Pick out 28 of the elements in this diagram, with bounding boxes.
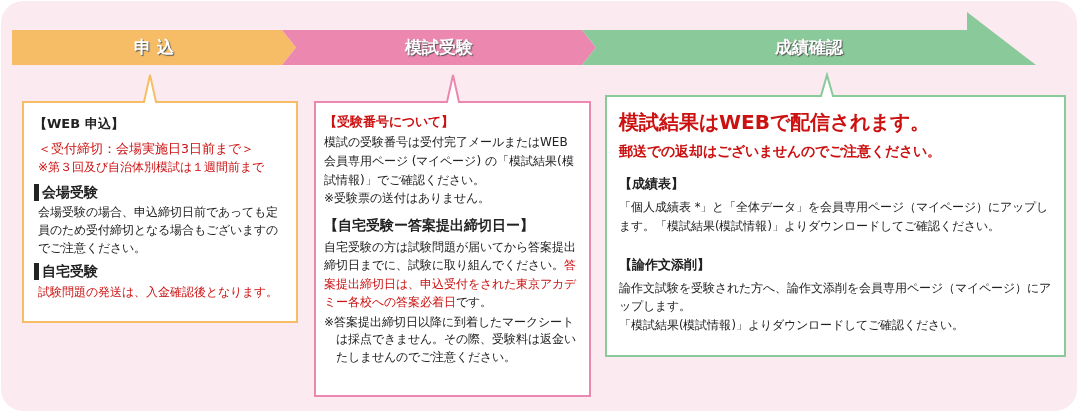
- callout-box: [605, 74, 1066, 357]
- paragraph: ＜受付締切：会場実施日3日前まで＞: [38, 139, 255, 158]
- phase-label: 成績確認: [774, 36, 845, 59]
- phase-band: [582, 12, 1036, 65]
- paragraph: 試験問題の発送は、入金確認後となります。: [38, 283, 279, 301]
- heading: 【自宅受験ー答案提出締切日ー】: [324, 215, 535, 235]
- paragraph: 論作文試験を受験された方へ、論作文添削を会員専用ページ（マイページ）にアップします。: [619, 279, 1052, 316]
- paragraph: 会場受験の場合、申込締切日前であっても定員のため受付締切となる場合もございますのでご注意ください。: [38, 204, 279, 258]
- heading: 【WEB 申込】: [34, 115, 125, 133]
- paragraph: 「模試結果(模試情報)」よりダウンロードしてご確認ください。: [619, 316, 965, 334]
- phase-label: 申 込: [133, 36, 175, 59]
- callout-box: [314, 74, 591, 397]
- paragraph: ※受験票の送付はありません。: [324, 190, 492, 208]
- paragraph: ※答案提出締切日以降に到着したマークシートは採点できません。その際、受験料は返金いたしませんのでご注意ください。: [324, 314, 577, 366]
- phase-label: 模試受験: [404, 36, 474, 59]
- paragraph: 自宅受験の方は試験問題が届いてから答案提出締切日までに、試験に取り組んでください。答案提出締切日は、申込受付をされた東京アカデミー各校への答案必着日です。: [324, 238, 577, 312]
- heading: 模試結果はWEBで配信されます。: [619, 109, 931, 136]
- heading: 【成績表】: [619, 175, 685, 194]
- phase-band: [12, 30, 296, 65]
- phase-band: [282, 30, 596, 65]
- bullet-heading: 会場受験: [34, 184, 288, 202]
- heading: 郵送での返却はございませんのでご注意ください。: [619, 142, 942, 161]
- paragraph: ※第３回及び自治体別模試は１週間前まで: [38, 159, 266, 177]
- paragraph: 模試の受験番号は受付完了メールまたはWEB 会員専用ページ (マイページ) の「模試結果(模試情報)」でご確認ください。: [324, 134, 575, 189]
- bullet-heading: 自宅受験: [34, 263, 288, 280]
- heading: 【論作文添削】: [619, 255, 711, 274]
- paragraph: 【受験番号について】: [324, 113, 455, 131]
- paragraph: 「個人成績表 *」と「全体データ」を会員専用ページ（マイページ）にアップします。「模試結果(模試情報)」よりダウンロードしてご確認ください。: [619, 199, 1050, 235]
